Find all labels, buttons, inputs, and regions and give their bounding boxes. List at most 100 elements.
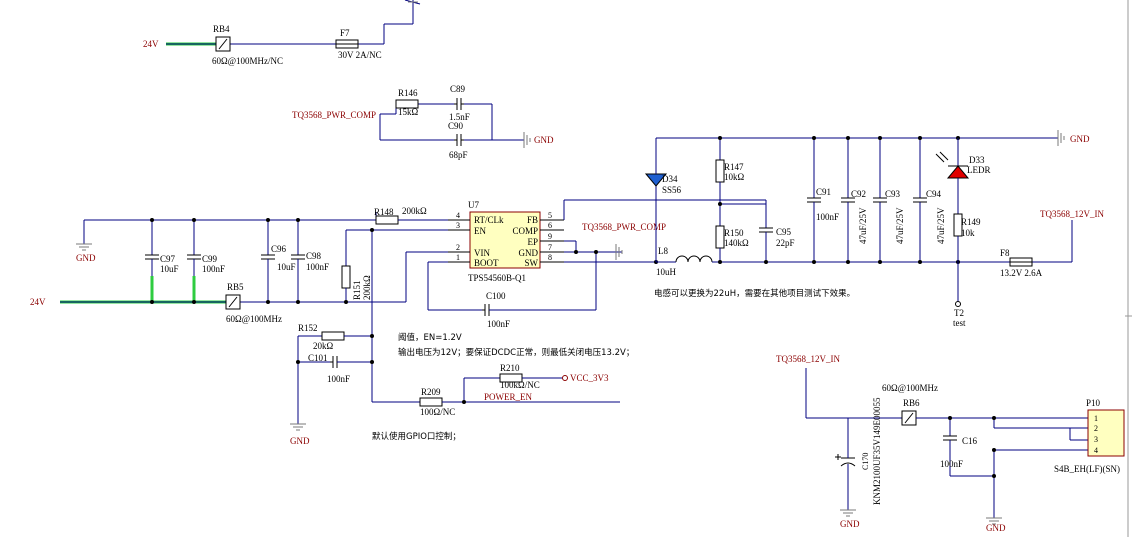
r152-ref: R152 (298, 323, 318, 333)
c89-value: 1.5nF (449, 112, 470, 122)
l8-ref: L8 (658, 246, 668, 256)
net-pwr-comp-right: TQ3568_PWR_COMP (582, 222, 666, 232)
u7-pin1-num: 1 (456, 253, 460, 262)
u7-pin-gnd: GND (519, 248, 539, 258)
u7-pin2-num: 2 (456, 243, 460, 252)
input-section: GND C97 10uF C99 100nF C96 10uF C98 100n… (30, 206, 448, 402)
u7-pin-ep: EP (527, 237, 538, 247)
r151-ref: R151 (352, 280, 362, 300)
gnd-label-input: GND (76, 253, 96, 263)
rb6-value: 60Ω@100MHz (882, 383, 938, 393)
r147-ref: R147 (724, 162, 744, 172)
feedback-divider: R147 10kΩ R150 140kΩ C95 22pF (656, 136, 1058, 264)
u7-pin6-num: 6 (548, 221, 552, 230)
c89-ref: C89 (450, 84, 466, 94)
net-12v-out-bot: TQ3568_12V_IN (776, 354, 840, 364)
c95-value: 22pF (776, 238, 795, 248)
r149-value: 10k (961, 228, 975, 238)
p10-pin1: 1 (1094, 414, 1098, 423)
led-d33 (946, 165, 970, 179)
ic-u7: U7 TPS54560B-Q1 4 3 2 1 RT/CLk EN VIN BO… (448, 200, 564, 283)
p10-ref: P10 (1086, 398, 1101, 408)
f7-value: 30V 2A/NC (338, 50, 382, 60)
r146-ref: R146 (398, 88, 418, 98)
c92-ref: C92 (851, 189, 866, 199)
r210-ref: R210 (500, 363, 520, 373)
c16-ref: C16 (962, 436, 978, 446)
resistor-r152 (321, 331, 345, 341)
c95-ref: C95 (776, 227, 792, 237)
c97-ref: C97 (160, 254, 176, 264)
f8-value: 13.2V 2.6A (1000, 268, 1043, 278)
u7-pin-vin: VIN (474, 248, 490, 258)
connector-section: TQ3568_12V_IN RB6 60Ω@100MHz C170 KNM210… (776, 354, 1125, 533)
resistor-r150 (715, 225, 725, 249)
resistor-r209 (419, 397, 443, 407)
u7-pin8-num: 8 (548, 253, 552, 262)
net-24v-bot: 24V (30, 297, 46, 307)
led-indicator: D33 LEDR R149 10k T2 test (935, 138, 991, 328)
gnd-label-en: GND (290, 436, 310, 446)
c98-ref: C98 (306, 251, 322, 261)
c96-value: 10uF (277, 262, 296, 272)
r209-value: 100Ω/NC (420, 407, 455, 417)
gnd-label-out: GND (1070, 134, 1090, 144)
r147-value: 10kΩ (724, 172, 745, 182)
f7-ref: F7 (340, 28, 350, 38)
r209-ref: R209 (421, 387, 441, 397)
c90-ref: C90 (448, 121, 464, 131)
resistor-r148 (375, 215, 399, 225)
u7-pin-comp: COMP (512, 226, 538, 236)
c100-value: 100nF (487, 319, 510, 329)
c91-value: 100nF (816, 212, 839, 222)
net-24v-top: 24V (143, 39, 159, 49)
output-capacitors: C91 100nF C92 47uF/25V C93 47uF/25V C94 … (807, 130, 1090, 264)
u7-pin3-num: 3 (456, 221, 460, 230)
enable-circuit: R152 20kΩ C101 100nF GND 阈值，EN=1.2V 输出电压… (290, 323, 634, 446)
c94-ref: C94 (926, 189, 942, 199)
r149-ref: R149 (961, 217, 981, 227)
note-threshold: 阈值，EN=1.2V (398, 332, 462, 343)
c98-value: 100nF (306, 262, 329, 272)
gnd-label-bulk: GND (840, 519, 860, 529)
c100-ref: C100 (486, 291, 506, 301)
l8-value: 10uH (656, 267, 677, 277)
c90-value: 68pF (449, 150, 468, 160)
output-fuse: F8 13.2V 2.6A TQ3568_12V_IN (1000, 209, 1104, 278)
u7-ref: U7 (468, 200, 479, 210)
d34-ref: D34 (662, 174, 678, 184)
t2-value: test (953, 318, 966, 328)
rb4-ref: RB4 (213, 24, 230, 34)
connector-p10-body (1087, 409, 1125, 457)
c96-ref: C96 (271, 244, 287, 254)
u7-pin9-num: 9 (548, 232, 552, 241)
switch-node: TQ3568_PWR_COMP C100 100nF D34 SS56 (427, 138, 1072, 329)
c170-ref: C170 (861, 453, 870, 470)
r148-value: 200kΩ (402, 206, 427, 216)
note-gpio: 默认使用GPIO口控制； (372, 431, 461, 442)
rb5-value: 60Ω@100MHz (226, 314, 282, 324)
r152-value: 20kΩ (313, 341, 334, 351)
r148-ref: R148 (374, 207, 394, 217)
c91-ref: C91 (816, 187, 831, 197)
p10-pin2: 2 (1094, 424, 1098, 433)
c93-ref: C93 (885, 189, 901, 199)
c99-value: 100nF (202, 264, 225, 274)
net-vcc-3v3: VCC_3V3 (570, 373, 609, 383)
note-inductor: 电感可以更换为22uH，需要在其他项目测试下效果。 (654, 288, 855, 299)
c92-value: 47uF/25V (858, 207, 868, 244)
u7-pin-sw: SW (525, 258, 539, 268)
testpoint-t2 (955, 301, 961, 307)
d33-ref: D33 (969, 155, 985, 165)
p10-pin4: 4 (1094, 446, 1098, 455)
gnd-label-comp: GND (534, 135, 554, 145)
resistor-r146 (395, 99, 419, 109)
u7-pin4-num: 4 (456, 211, 460, 220)
c94-value: 47uF/25V (936, 207, 946, 244)
rb6-ref: RB6 (903, 398, 920, 408)
c101-ref: C101 (308, 353, 328, 363)
net-pwr-comp-left: TQ3568_PWR_COMP (292, 110, 376, 120)
compensation-network: R146 15kΩ C89 1.5nF C90 68pF TQ3568_PWR_… (292, 84, 554, 160)
top-24v-path: 24V RB4 60Ω@100MHz/NC F7 30V 2A/NC (143, 0, 418, 66)
